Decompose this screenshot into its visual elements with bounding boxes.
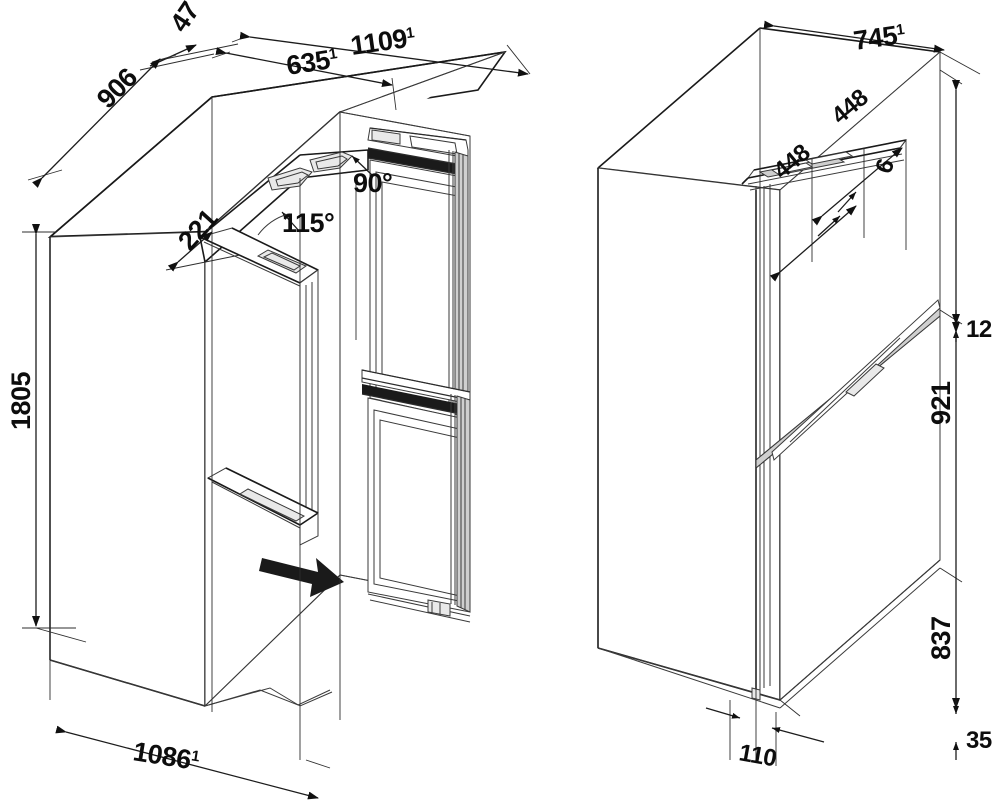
door-horizontal-split-right xyxy=(755,299,941,470)
dim-47-label: 47 xyxy=(164,0,205,37)
cabinet-body-right xyxy=(596,27,942,702)
angle-90-label: 90° xyxy=(353,168,392,198)
door-leaf-open-115 xyxy=(198,149,369,521)
dim-635-group: 6351 xyxy=(211,43,397,111)
dim-635-label: 6351 xyxy=(284,43,340,81)
left-view-doors-open: 47 906 11091 6351 221 xyxy=(6,0,531,800)
right-view-doors-closed: 7451 448 448 6 921 12 xyxy=(596,19,992,772)
dim-35-group: 35 xyxy=(953,700,992,760)
dim-745-label: 7451 xyxy=(852,19,907,56)
dim-745-group: 7451 xyxy=(763,19,945,56)
angle-90-group: 90° xyxy=(351,155,393,340)
dim-12-group: 12 xyxy=(953,310,992,343)
dim-906-label: 906 xyxy=(91,62,143,114)
dim-47-group: 47 xyxy=(139,0,239,71)
dim-1805-group: 1805 xyxy=(6,224,76,629)
dim-921-group: 921 xyxy=(926,69,963,425)
dim-35-label: 35 xyxy=(966,727,992,754)
freezer-door-open-90 xyxy=(361,369,471,623)
dim-1805-label: 1805 xyxy=(6,371,36,430)
angle-115-label: 115° xyxy=(282,208,334,238)
angle-115-group: 115° xyxy=(257,208,335,238)
dim-1086-label: 10861 xyxy=(131,736,201,776)
dim-1109-group: 11091 xyxy=(231,22,531,77)
dim-837-group: 837 xyxy=(926,322,963,709)
dim-110-group: 110 xyxy=(705,700,825,772)
dim-12-label: 12 xyxy=(966,316,992,343)
dim-1109-label: 11091 xyxy=(349,22,417,61)
dim-110-label: 110 xyxy=(737,739,778,772)
door-swing-arrow xyxy=(259,558,344,597)
dim-921-label: 921 xyxy=(926,381,956,425)
plinth-right xyxy=(597,559,941,709)
lower-door-leaf-open xyxy=(206,467,320,546)
dim-837-label: 837 xyxy=(926,616,956,660)
